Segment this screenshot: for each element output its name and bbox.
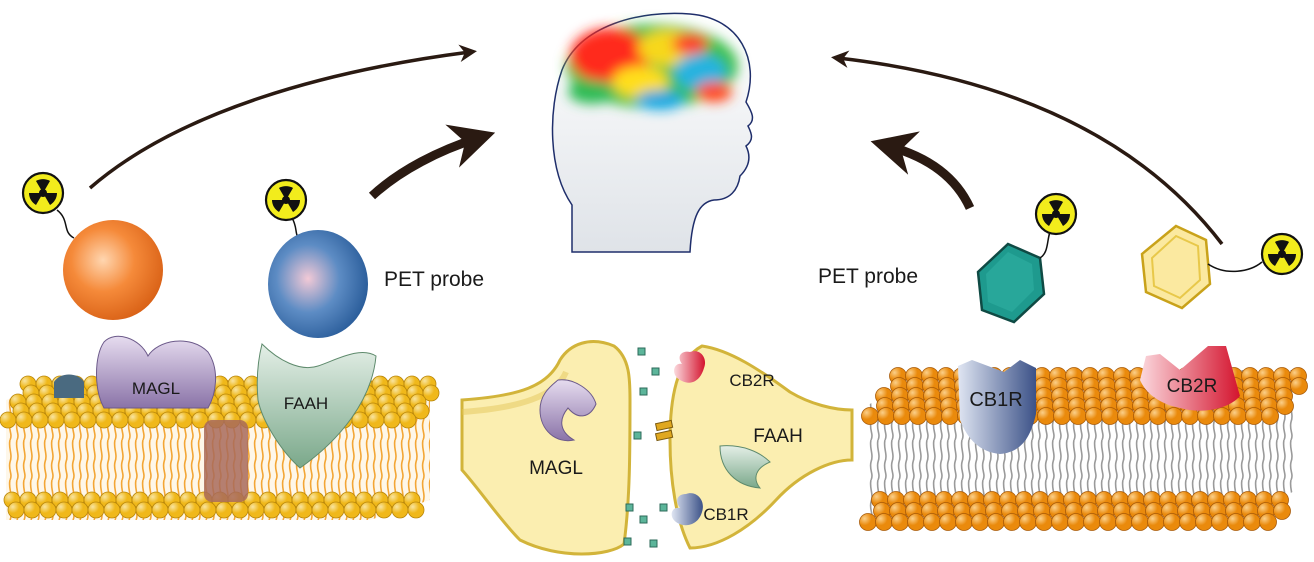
radiation-icon [1034,192,1078,236]
cb1r-label-synapse: CB1R [703,505,748,524]
radiation-icon [264,178,308,222]
yellow-probe [1140,224,1304,310]
arrows [88,44,1224,246]
brain-head-icon [551,12,754,253]
small-protein [54,374,84,398]
orange-probe [21,171,163,320]
teal-probe [976,192,1078,324]
faah-enzyme-left: FAAH [256,343,377,469]
cb2r-label-right: CB2R [1167,376,1218,397]
arrow-icon [88,44,477,190]
magl-enzyme-left: MAGL [96,335,216,409]
radiation-icon [1260,232,1304,276]
magl-label-left: MAGL [132,379,180,398]
cb1r-receptor-right: CB1R [958,360,1036,454]
faah-label-left: FAAH [284,394,328,413]
synapse: MAGL FAAH CB2R CB1R [460,340,854,556]
faah-label-synapse: FAAH [753,426,803,447]
cb2r-receptor-right: CB2R [1140,346,1240,411]
arrow-icon [831,50,1224,246]
blue-probe [264,178,368,338]
cb2r-label-synapse: CB2R [729,371,774,390]
right-membrane [859,367,1308,531]
transmembrane-protein [204,420,248,502]
magl-label-synapse: MAGL [529,458,583,479]
pet-probe-label-right: PET probe [818,265,918,288]
arrow-icon [368,124,496,200]
pet-probe-label-left: PET probe [384,268,484,291]
cb1r-label-right: CB1R [969,389,1022,411]
arrow-icon [870,131,975,210]
radiation-icon [21,171,65,215]
